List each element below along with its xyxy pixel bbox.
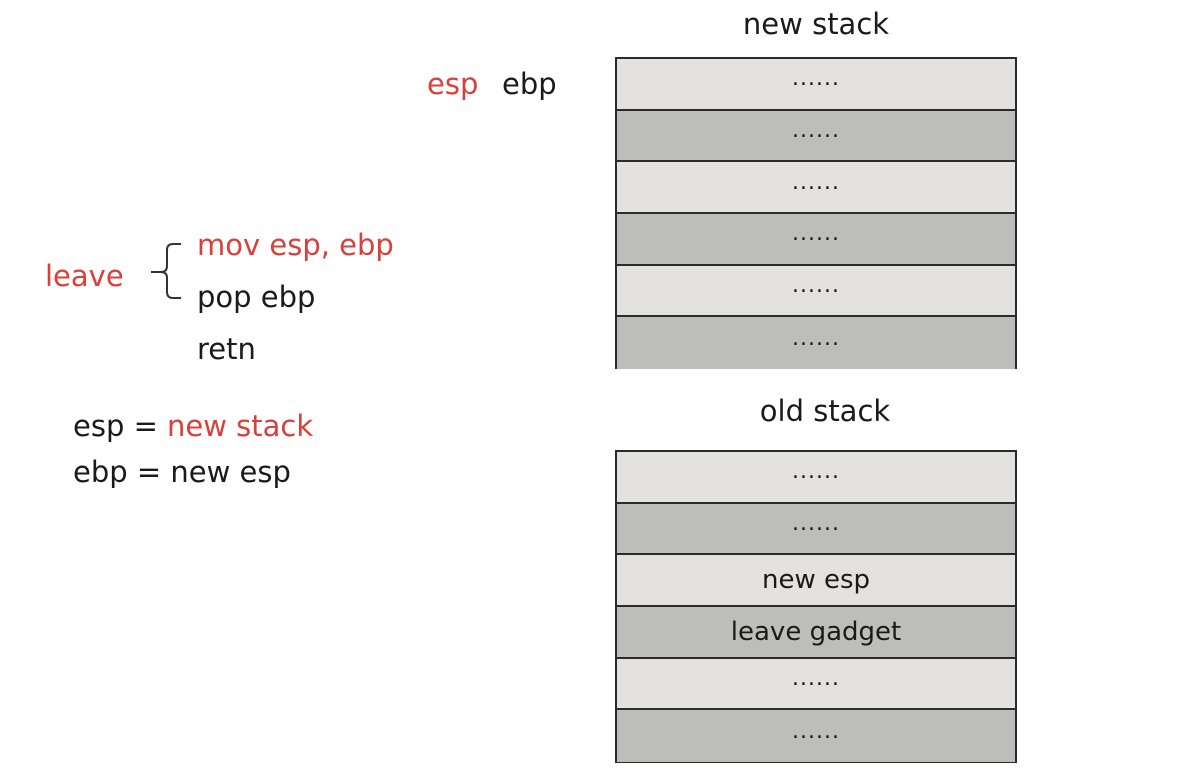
ebp-pointer-label: ebp [502, 67, 557, 101]
instr-retn: retn [197, 332, 256, 366]
old-stack-cell: ...... [617, 658, 1015, 711]
new-stack-cell: ...... [617, 214, 1015, 266]
old-stack: ...... ...... new esp leave gadget .....… [615, 450, 1017, 763]
new-stack-cell: ...... [617, 110, 1015, 163]
new-stack: ...... ...... ...... ...... ...... .....… [615, 57, 1017, 370]
effect-esp-rhs: new stack [167, 409, 314, 443]
new-stack-cell: ...... [617, 265, 1015, 318]
new-stack-cell: ...... [617, 59, 1015, 111]
effect-esp-lhs: esp = [73, 409, 158, 443]
instr-mov: mov esp, ebp [197, 228, 394, 262]
old-stack-cell-new-esp: new esp [617, 555, 1015, 608]
esp-pointer-label: esp [427, 67, 479, 101]
effect-ebp: ebp = new esp [73, 455, 291, 489]
old-stack-title: old stack [759, 394, 891, 428]
leave-label: leave [45, 259, 124, 293]
new-stack-cell: ...... [617, 162, 1015, 215]
brace-icon [151, 243, 181, 299]
new-stack-title: new stack [742, 7, 890, 41]
new-stack-cell: ...... [617, 317, 1015, 370]
old-stack-cell: ...... [617, 452, 1015, 504]
old-stack-cell: ...... [617, 710, 1015, 763]
old-stack-cell-leave-gadget: leave gadget [617, 607, 1015, 659]
old-stack-cell: ...... [617, 503, 1015, 556]
instr-pop: pop ebp [197, 280, 316, 314]
